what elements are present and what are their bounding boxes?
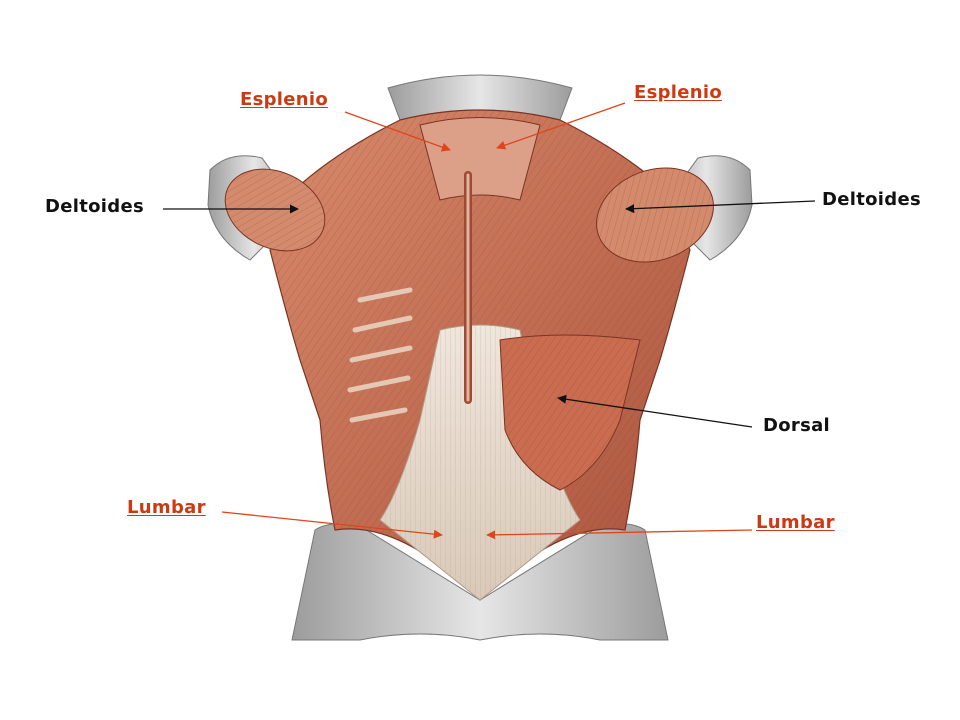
label-esplenio-right: Esplenio (634, 82, 723, 103)
left-ribs (347, 287, 413, 423)
dorsal-pointer (557, 394, 753, 428)
lumbar-right-pointer (486, 529, 753, 540)
splenius-muscles (419, 117, 541, 201)
label-lumbar-right: Lumbar (756, 512, 835, 533)
label-esplenio-left: Esplenio (240, 89, 329, 110)
label-dorsal: Dorsal (763, 415, 831, 436)
label-lumbar-left: Lumbar (127, 497, 206, 518)
lumbar-left-pointer (221, 511, 443, 539)
esplenio-right-pointer (496, 102, 626, 150)
esplenio-left-pointer (344, 111, 451, 152)
deltoides-right-pointer (625, 200, 816, 214)
label-deltoides-left: Deltoides (45, 196, 144, 217)
label-deltoides-right: Deltoides (822, 189, 921, 210)
